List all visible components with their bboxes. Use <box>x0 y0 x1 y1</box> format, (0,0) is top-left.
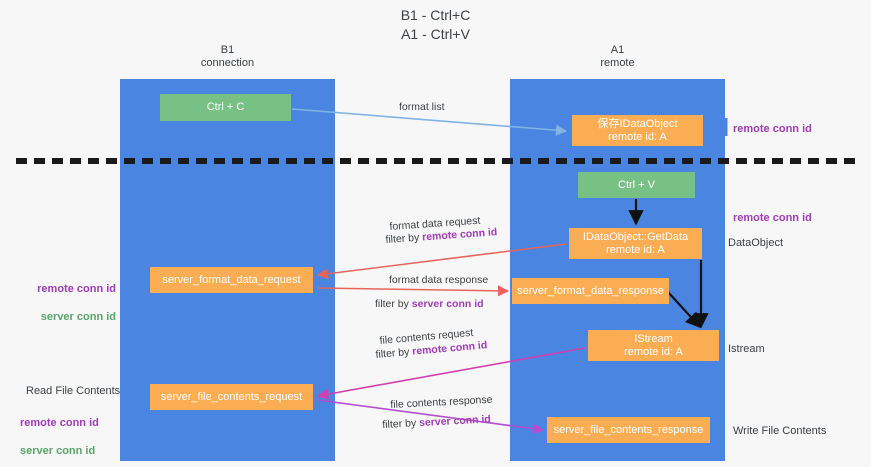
node-save-idataobject[interactable]: 保存IDataObject remote id: A <box>572 115 703 146</box>
filter-value: server conn id <box>411 298 484 310</box>
edge-label-format-data-response-filter: filter by server conn id <box>375 297 484 311</box>
filter-prefix: filter by <box>385 231 423 246</box>
annotation-server-conn-id: server conn id <box>20 445 96 457</box>
filter-prefix: filter by <box>375 345 413 361</box>
filter-value: server conn id <box>418 413 492 430</box>
edge-format-data-response <box>317 285 510 297</box>
node-server-format-data-request[interactable]: server_format_data_request <box>150 267 313 293</box>
annotation-server-conn-id: server conn id <box>40 311 116 323</box>
node-server-file-contents-request[interactable]: server_file_contents_request <box>150 384 313 410</box>
node-ctrl-c[interactable]: Ctrl + C <box>160 94 291 121</box>
edge-label-format-list: format list <box>399 101 445 113</box>
node-server-file-contents-response[interactable]: server_file_contents_response <box>547 417 710 443</box>
filter-value: remote conn id <box>421 226 498 244</box>
node-server-format-data-response[interactable]: server_format_data_response <box>512 278 669 304</box>
annotation-left-conn-pair-bottom: remote conn id server conn id <box>20 402 116 467</box>
column-header-b1: B1 connection <box>200 44 255 69</box>
annotation-remote-conn-id-top: remote conn id <box>733 123 812 135</box>
node-idataobject-getdata[interactable]: IDataObject::GetData remote id: A <box>569 228 702 259</box>
node-ctrl-v[interactable]: Ctrl + V <box>578 172 695 198</box>
edge-label-file-contents-response-filter: filter by server conn id <box>382 412 491 432</box>
column-header-a1: A1 remote <box>600 44 635 69</box>
diagram-title: B1 - Ctrl+C A1 - Ctrl+V <box>400 7 471 42</box>
filter-prefix: filter by <box>382 417 420 431</box>
annotation-remote-conn-id-mid: remote conn id <box>733 212 812 224</box>
annotation-left-conn-pair-top: remote conn id server conn id <box>20 268 116 338</box>
annotation-read-file-contents: Read File Contents <box>26 385 121 397</box>
annotation-istream: Istream <box>728 343 765 355</box>
annotation-remote-conn-id: remote conn id <box>20 417 99 429</box>
edge-label-file-contents-response: file contents response <box>390 393 493 411</box>
annotation-dataobject: DataObject <box>728 237 784 249</box>
node-istream[interactable]: IStream remote id: A <box>588 330 719 361</box>
annotation-write-file-contents: Write File Contents <box>733 425 827 437</box>
edge-label-format-data-response: format data response <box>389 274 489 286</box>
annotation-remote-conn-id: remote conn id <box>37 283 116 295</box>
filter-prefix: filter by <box>375 298 412 310</box>
